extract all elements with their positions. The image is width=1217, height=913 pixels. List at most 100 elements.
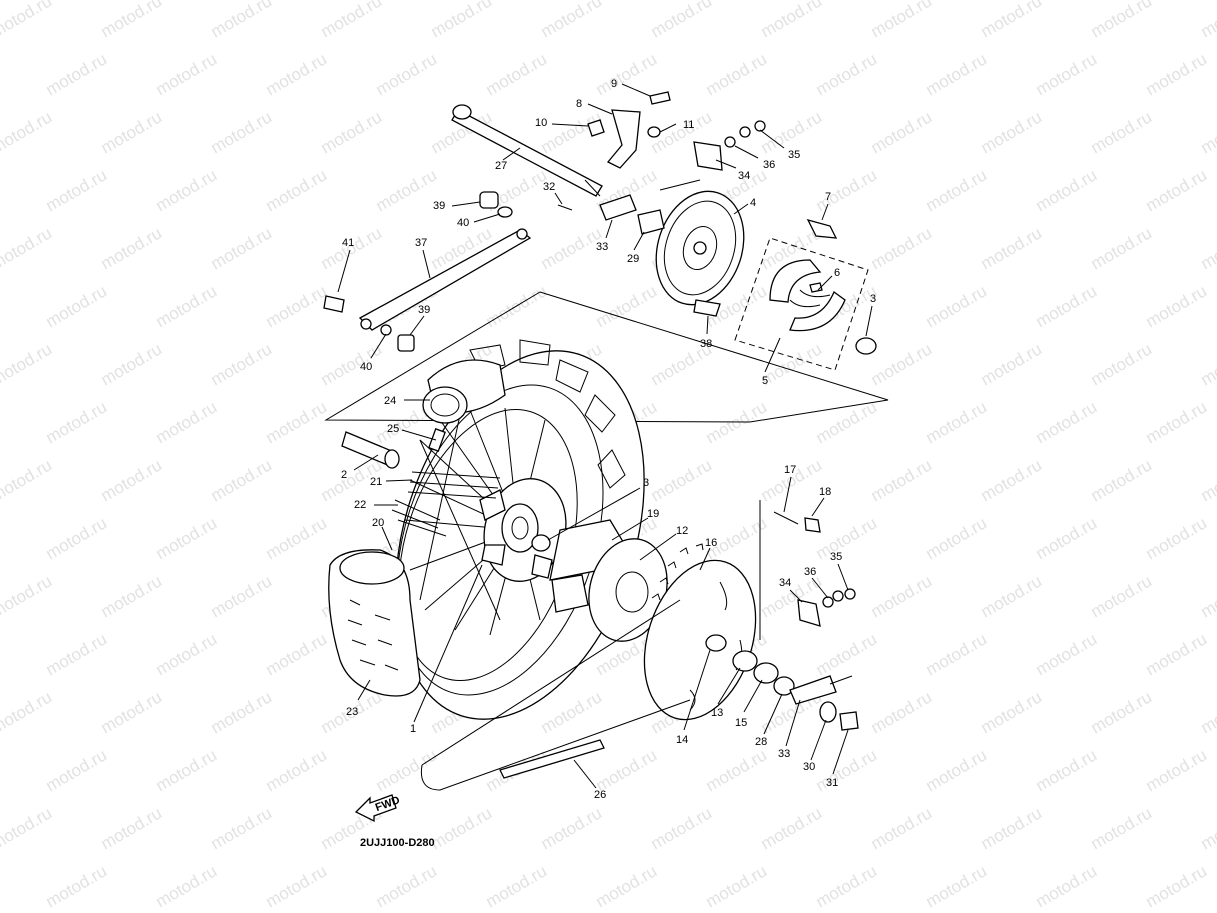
callout-38: 38	[700, 338, 712, 350]
watermark-text: motod.ru	[98, 339, 166, 389]
watermark-text: motod.ru	[428, 0, 496, 41]
watermark-text: motod.ru	[1198, 455, 1217, 505]
watermark-text: motod.ru	[43, 745, 111, 795]
watermark-text: motod.ru	[978, 687, 1046, 737]
watermark-text: motod.ru	[703, 745, 771, 795]
callout-3b: 3	[870, 293, 876, 305]
watermark-text: motod.ru	[758, 455, 826, 505]
watermark-text: motod.ru	[153, 861, 221, 911]
watermark-text: motod.ru	[978, 223, 1046, 273]
watermark-text: motod.ru	[0, 571, 55, 621]
watermark-text: motod.ru	[648, 803, 716, 853]
watermark-text: motod.ru	[263, 49, 331, 99]
watermark-text: motod.ru	[1088, 0, 1156, 41]
watermark-text: motod.ru	[208, 687, 276, 737]
watermark-text: motod.ru	[208, 0, 276, 41]
callout-41: 41	[342, 237, 354, 249]
watermark-text: motod.ru	[483, 861, 551, 911]
drawing	[323, 83, 889, 823]
fwd-arrow	[354, 794, 397, 823]
watermark-text: motod.ru	[1198, 0, 1217, 41]
watermark-text: motod.ru	[1143, 861, 1211, 911]
watermark-text: motod.ru	[43, 513, 111, 563]
watermark-text: motod.ru	[868, 339, 936, 389]
watermark-text: motod.ru	[98, 223, 166, 273]
watermark-text: motod.ru	[703, 49, 771, 99]
watermark-text: motod.ru	[648, 0, 716, 41]
callout-8: 8	[576, 98, 582, 110]
watermark-text: motod.ru	[1033, 861, 1101, 911]
watermark-text: motod.ru	[1143, 165, 1211, 215]
callout-19: 19	[647, 508, 659, 520]
watermark-text: motod.ru	[43, 165, 111, 215]
callout-29: 29	[627, 253, 639, 265]
callout-25: 25	[387, 423, 399, 435]
watermark-text: motod.ru	[923, 513, 991, 563]
watermark-text: motod.ru	[1198, 107, 1217, 157]
callout-1: 1	[410, 723, 416, 735]
spacer	[341, 431, 400, 469]
watermark-text: motod.ru	[1143, 629, 1211, 679]
callout-40b: 40	[360, 361, 372, 373]
watermark-text: motod.ru	[978, 107, 1046, 157]
callout-13: 13	[711, 707, 723, 719]
watermark-text: motod.ru	[208, 223, 276, 273]
watermark-text: motod.ru	[978, 455, 1046, 505]
watermark-text: motod.ru	[153, 165, 221, 215]
watermark-text: motod.ru	[263, 513, 331, 563]
callout-12: 12	[676, 525, 688, 537]
watermark-text: motod.ru	[98, 571, 166, 621]
watermark-text: motod.ru	[923, 49, 991, 99]
watermark-text: motod.ru	[538, 223, 606, 273]
watermark-text: motod.ru	[153, 629, 221, 679]
watermark-text: motod.ru	[208, 571, 276, 621]
watermark-text: motod.ru	[263, 629, 331, 679]
watermark-text: motod.ru	[1033, 513, 1101, 563]
watermark-text: motod.ru	[153, 745, 221, 795]
watermark-text: motod.ru	[593, 281, 661, 331]
watermark-text: motod.ru	[923, 165, 991, 215]
watermark-text: motod.ru	[978, 339, 1046, 389]
watermark-text: motod.ru	[538, 0, 606, 41]
callout-14: 14	[676, 734, 688, 746]
watermark-text: motod.ru	[0, 107, 55, 157]
watermark-text: motod.ru	[868, 687, 936, 737]
callout-4: 4	[750, 197, 756, 209]
watermark-text: motod.ru	[0, 339, 55, 389]
callout-6: 6	[834, 267, 840, 279]
callout-11: 11	[683, 119, 694, 131]
callout-35: 35	[788, 149, 800, 161]
watermark-text: motod.ru	[813, 397, 881, 447]
callout-40: 40	[457, 217, 469, 229]
clutch-hub	[531, 519, 668, 642]
callout-26: 26	[594, 789, 606, 801]
watermark-text: motod.ru	[758, 803, 826, 853]
watermark-text: motod.ru	[813, 745, 881, 795]
watermark-text: motod.ru	[318, 107, 386, 157]
watermark-text: motod.ru	[0, 0, 55, 41]
watermark-text: motod.ru	[1198, 571, 1217, 621]
watermark-text: motod.ru	[98, 107, 166, 157]
callout-2: 2	[341, 469, 347, 481]
watermark-text: motod.ru	[43, 49, 111, 99]
watermark-text: motod.ru	[0, 687, 55, 737]
watermark-text: motod.ru	[43, 281, 111, 331]
watermark-text: motod.ru	[0, 223, 55, 273]
watermark-text: motod.ru	[923, 281, 991, 331]
watermark-text: motod.ru	[593, 861, 661, 911]
watermark-text: motod.ru	[1033, 165, 1101, 215]
watermark-text: motod.ru	[153, 281, 221, 331]
callout-10: 10	[535, 117, 547, 129]
watermark-text: motod.ru	[98, 803, 166, 853]
watermark-text: motod.ru	[868, 455, 936, 505]
watermark-text: motod.ru	[1198, 687, 1217, 737]
callout-22: 22	[354, 499, 366, 511]
tension-bar	[358, 228, 532, 331]
callout-21: 21	[370, 476, 382, 488]
rear-tire	[328, 549, 421, 697]
watermark-text: motod.ru	[1088, 687, 1156, 737]
watermark-text: motod.ru	[0, 803, 55, 853]
watermark-text: motod.ru	[813, 165, 881, 215]
watermark-text: motod.ru	[153, 513, 221, 563]
